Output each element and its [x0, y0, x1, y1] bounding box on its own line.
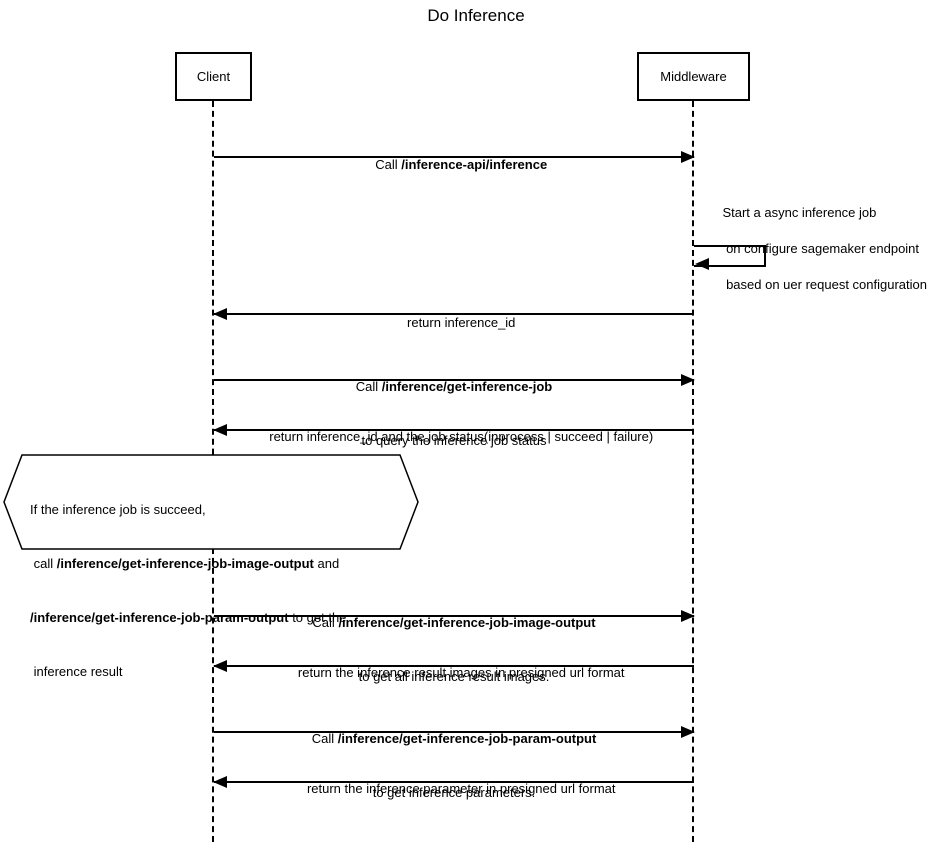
arrow-line: [214, 429, 694, 431]
message-6-label: Call /inference/get-inference-job-param-…: [311, 731, 597, 800]
message-7-arrow: [213, 776, 694, 788]
participant-middleware: Middleware: [637, 52, 750, 101]
participant-middleware-label: Middleware: [660, 69, 727, 84]
arrow-line: [214, 665, 694, 667]
arrowhead-right-icon: [681, 726, 695, 738]
arrowhead-left-icon: [213, 776, 227, 788]
self-note: Start a async inference job on configure…: [722, 205, 927, 292]
message-4-arrow: [214, 610, 695, 622]
arrow-line: [214, 615, 694, 617]
message-0-arrow: [214, 151, 695, 163]
arrow-line: [214, 156, 694, 158]
message-6-arrow: [214, 726, 695, 738]
message-7-label: return the inference parameter in presig…: [306, 781, 616, 796]
message-5-arrow: [213, 660, 694, 672]
message-3-label: return inference_id and the job status(i…: [269, 429, 654, 444]
arrow-line: [214, 731, 694, 733]
message-5-label: return the inference result images in pr…: [297, 665, 625, 680]
arrowhead-left-icon: [213, 308, 227, 320]
arrowhead-left-icon: [695, 258, 709, 270]
participant-client: Client: [175, 52, 252, 101]
lifeline-middleware: [692, 101, 694, 842]
message-1-label: return inference_id: [407, 315, 516, 330]
arrowhead-right-icon: [681, 610, 695, 622]
arrow-line: [214, 781, 694, 783]
condition-note: If the inference job is succeed, call /i…: [30, 502, 347, 679]
self-message-loop: [694, 245, 766, 267]
arrow-line: [214, 379, 694, 381]
message-2-arrow: [214, 374, 695, 386]
message-0-label: Call /inference-api/inference: [375, 157, 548, 172]
arrowhead-left-icon: [213, 424, 227, 436]
diagram-title: Do Inference: [427, 6, 525, 25]
message-1-arrow: [213, 308, 694, 320]
message-3-arrow: [213, 424, 694, 436]
arrow-line: [214, 313, 694, 315]
arrowhead-right-icon: [681, 374, 695, 386]
condition-note-shape: [3, 454, 419, 550]
arrowhead-left-icon: [213, 660, 227, 672]
message-2-label: Call /inference/get-inference-job to que…: [355, 379, 553, 448]
arrowhead-right-icon: [681, 151, 695, 163]
participant-client-label: Client: [196, 69, 231, 84]
message-4-label: Call /inference/get-inference-job-image-…: [312, 615, 596, 684]
